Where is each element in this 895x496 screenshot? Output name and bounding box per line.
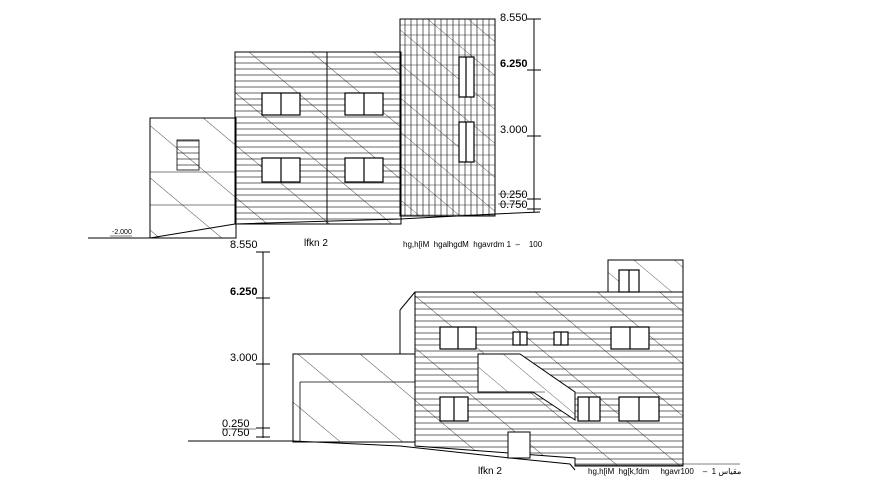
lower-level-3000: 3.000 bbox=[230, 352, 258, 364]
upper-level-6250: 6.250 bbox=[500, 58, 528, 70]
upper-elevation: 8.550 6.250 3.000 0.250 0.750 -2.000 lfk… bbox=[88, 12, 543, 249]
upper-level-0750: 0.750 bbox=[500, 199, 528, 211]
upper-elevation-note: hg,h[iM hgalhgdM hgavrdm 1 – 100 bbox=[403, 240, 543, 249]
upper-level-3000: 3.000 bbox=[500, 124, 528, 136]
lower-level-0750: 0.750 bbox=[222, 427, 250, 439]
upper-level-0250: 0.250 bbox=[500, 189, 528, 201]
lower-level-8550: 8.550 bbox=[230, 239, 258, 251]
upper-elevation-label: lfkn 2 bbox=[304, 238, 328, 249]
lower-elevation-note: hg,h[iM hg[k,fdm hgavrمقياس 1 – 100 bbox=[588, 467, 741, 476]
upper-ground-level: -2.000 bbox=[112, 229, 132, 236]
upper-level-8550: 8.550 bbox=[500, 12, 528, 24]
lower-level-0250: 0.250 bbox=[222, 418, 250, 430]
lower-level-6250: 6.250 bbox=[230, 286, 258, 298]
lower-elevation: 8.550 6.250 3.000 0.250 0.750 lfkn 2 hg,… bbox=[188, 239, 741, 477]
lower-elevation-label: lfkn 2 bbox=[478, 466, 502, 477]
